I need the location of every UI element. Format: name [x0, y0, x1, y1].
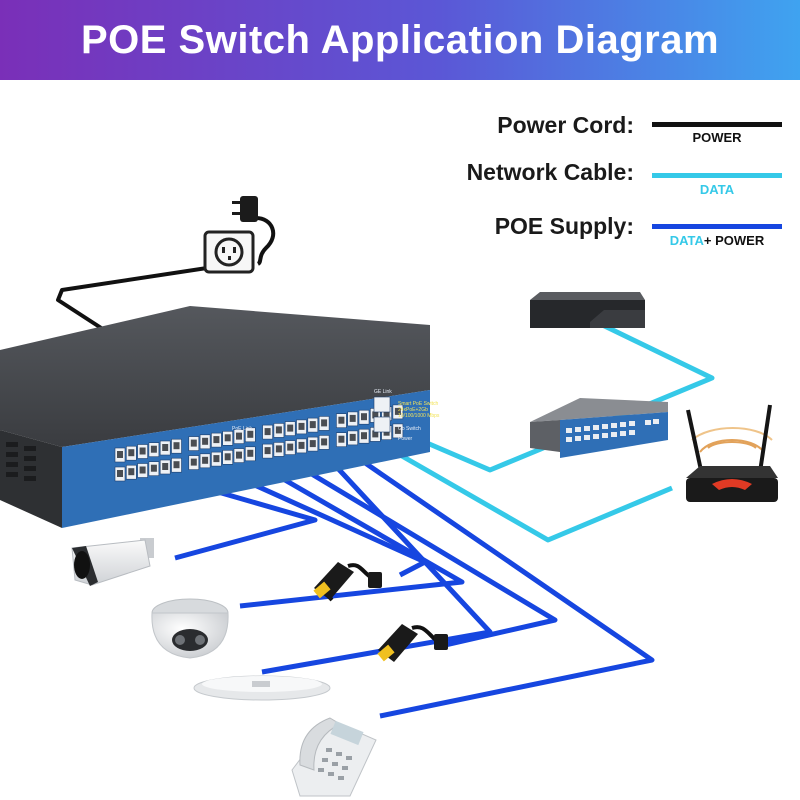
- poe-switch: Smart PoE Switch 24xPoE+2Gb 10/100/1000 …: [0, 306, 440, 528]
- switch-port-socket: [190, 458, 197, 466]
- switch-port-socket: [173, 442, 180, 450]
- network-switch-icon: [530, 398, 668, 458]
- switch-vents: [6, 442, 36, 481]
- switch-port-socket: [298, 441, 305, 449]
- switch-poe-link-label: PoE Link: [232, 426, 253, 432]
- switch-port-socket: [213, 436, 220, 444]
- switch-panel-line-2: 24xPoE+2Gb: [398, 407, 428, 413]
- wifi-router-icon: [686, 404, 778, 502]
- switch-port-socket: [264, 428, 271, 436]
- switch-port-socket: [372, 430, 379, 438]
- switch-port-socket: [321, 438, 328, 446]
- nvr-recorder-icon: [530, 292, 645, 328]
- switch-port-socket: [247, 430, 254, 438]
- legend-label-power: Power Cord:: [497, 112, 634, 138]
- switch-ports: [114, 396, 404, 482]
- switch-port-socket: [309, 440, 316, 448]
- switch-uplink-port: [373, 396, 391, 413]
- switch-port-socket: [117, 470, 123, 477]
- switch-port-socket: [224, 434, 231, 442]
- switch-panel-line-1: Smart PoE Switch: [398, 401, 439, 407]
- switch-port-socket: [190, 439, 197, 447]
- switch-port-socket: [394, 426, 401, 434]
- bullet-camera-icon: [71, 538, 154, 586]
- switch-port-socket: [162, 463, 169, 470]
- switch-port-socket: [213, 455, 220, 463]
- legend-caption-poe-data: DATA: [669, 233, 704, 248]
- switch-port-socket: [236, 432, 242, 440]
- switch-port-socket: [117, 451, 123, 458]
- switch-port-socket: [372, 411, 379, 419]
- poe-splitter-icon: [313, 562, 382, 602]
- switch-port-socket: [150, 445, 157, 453]
- switch-port-socket: [321, 419, 328, 427]
- switch-port-socket: [338, 435, 345, 443]
- legend-caption-poe-power: + POWER: [703, 233, 765, 248]
- switch-port-socket: [275, 445, 282, 453]
- switch-power-label: Power: [398, 436, 413, 442]
- legend-caption-poe: DATA+ POWER: [652, 233, 782, 248]
- ip-phone-icon: [291, 717, 377, 797]
- legend-label-network: Network Cable:: [466, 159, 634, 185]
- switch-port-socket: [128, 468, 135, 476]
- page-title: POE Switch Application Diagram: [80, 18, 720, 62]
- dome-camera-icon: [151, 598, 229, 659]
- switch-port-socket: [298, 422, 305, 430]
- switch-port-socket: [162, 444, 169, 451]
- switch-panel-line-3: 10/100/1000 Mbps: [398, 413, 440, 419]
- poe-cables: [174, 453, 655, 719]
- switch-port-socket: [361, 413, 367, 421]
- switch-port-socket: [309, 421, 316, 429]
- switch-port-socket: [202, 437, 209, 445]
- power-socket-icon: [203, 230, 255, 274]
- switch-port-socket: [202, 456, 209, 464]
- power-plug-icon: [232, 196, 258, 222]
- legend-line-poe: [652, 224, 782, 229]
- switch-port-socket: [349, 414, 356, 422]
- switch-port-socket: [287, 443, 294, 451]
- power-cord: [56, 216, 276, 337]
- switch-port-socket: [275, 426, 282, 434]
- switch-port-socket: [128, 449, 135, 457]
- switch-port-socket: [287, 424, 294, 432]
- legend-caption-network: DATA: [699, 182, 735, 197]
- poe-splitter-icon: [377, 624, 448, 662]
- wireless-access-point-icon: [193, 675, 331, 701]
- switch-port-socket: [236, 451, 242, 459]
- switch-port-socket: [264, 447, 271, 455]
- switch-port-socket: [247, 449, 254, 457]
- switch-brand-label: Gb Switch: [398, 426, 421, 432]
- header-banner: [0, 0, 800, 80]
- switch-uplink-label: GE Link: [374, 389, 392, 395]
- switch-port-socket: [139, 466, 146, 474]
- legend-caption-power: POWER: [692, 130, 742, 145]
- switch-port-socket: [338, 416, 345, 424]
- switch-port-socket: [383, 409, 390, 417]
- switch-port-socket: [361, 432, 367, 440]
- switch-port-socket: [139, 447, 146, 455]
- legend-line-power: [652, 122, 782, 127]
- switch-port-socket: [349, 433, 356, 441]
- switch-port-socket: [224, 453, 231, 461]
- switch-port-socket: [150, 464, 157, 472]
- legend-label-poe: POE Supply:: [494, 213, 634, 239]
- switch-uplink-port: [373, 416, 391, 433]
- legend-line-network: [652, 173, 782, 178]
- switch-port-socket: [173, 461, 180, 469]
- switch-port-socket: [394, 407, 401, 415]
